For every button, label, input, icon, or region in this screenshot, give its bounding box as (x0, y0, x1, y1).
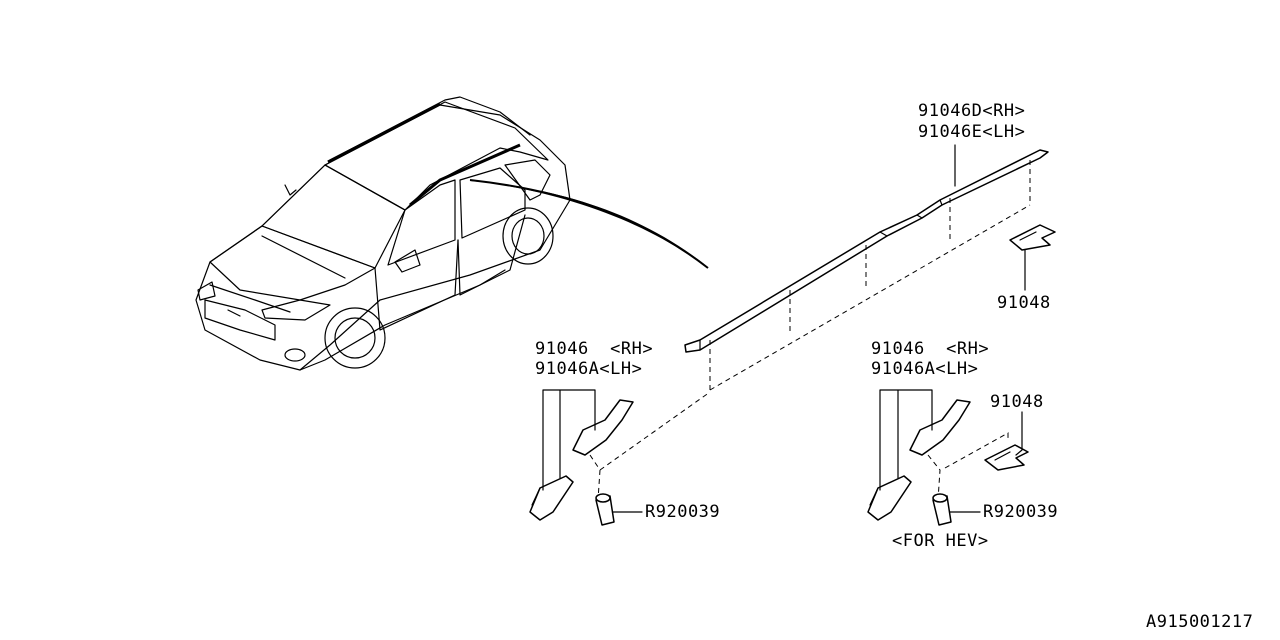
part-number-91046a-lh-left[interactable]: 91046A<LH> (535, 359, 643, 379)
part-number-91046d-rh[interactable]: 91046D<RH> (918, 101, 1026, 121)
front-molding-left[interactable] (529, 399, 634, 521)
projection-front-left (589, 454, 601, 501)
part-number-r920039-right[interactable]: R920039 (983, 502, 1059, 522)
leader-front-right (879, 389, 933, 491)
part-number-r920039-left[interactable]: R920039 (645, 502, 721, 522)
part-number-91046e-lh[interactable]: 91046E<LH> (918, 122, 1026, 142)
hev-note: <FOR HEV> (892, 531, 989, 551)
part-number-91046-rh-left[interactable]: 91046 <RH> (535, 339, 654, 359)
leader-front-left (542, 389, 596, 491)
projection-lines (599, 160, 1031, 471)
projection-front-right (927, 454, 941, 501)
vehicle-illustration (195, 96, 571, 371)
bolt-left[interactable] (595, 493, 615, 526)
clip-91048-hev[interactable] (984, 444, 1029, 471)
part-number-91048-right[interactable]: 91048 (997, 293, 1051, 313)
roof-rail-molding[interactable] (684, 149, 1049, 353)
part-number-91048-hev[interactable]: 91048 (990, 392, 1044, 412)
diagram-id: A915001217 (1146, 612, 1254, 632)
part-number-91046-rh-right[interactable]: 91046 <RH> (871, 339, 990, 359)
part-number-91046a-lh-right[interactable]: 91046A<LH> (871, 359, 979, 379)
front-molding-right[interactable] (867, 399, 971, 521)
clip-91048-right[interactable] (1009, 224, 1056, 291)
projection-hev-clip (944, 432, 1009, 469)
bolt-right[interactable] (932, 493, 952, 526)
leader-clip-hev (1015, 411, 1023, 456)
